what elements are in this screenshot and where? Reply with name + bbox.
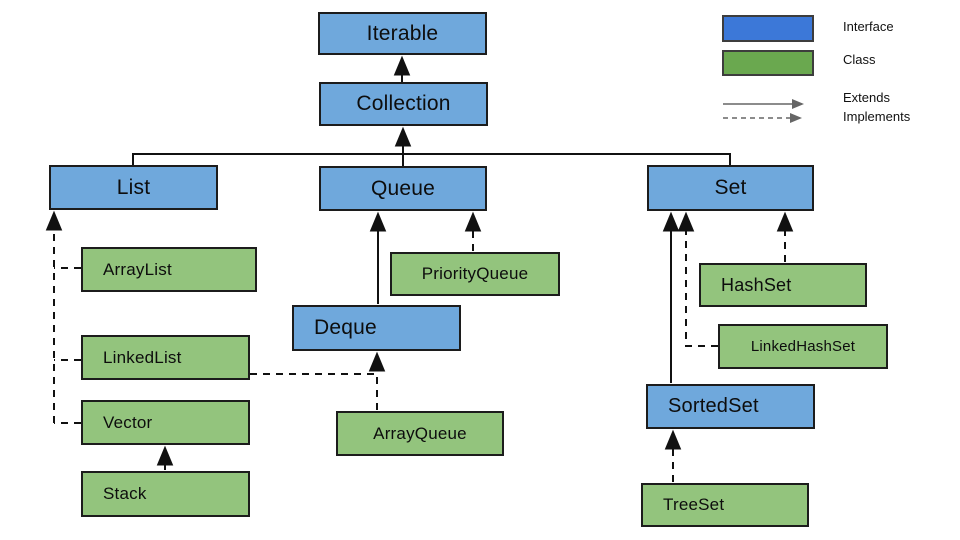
legend-class-label: Class [843, 52, 876, 67]
node-list: List [49, 165, 218, 210]
node-deque-label: Deque [314, 316, 377, 339]
node-linkedlist-label: LinkedList [103, 347, 182, 367]
node-queue-label: Queue [370, 176, 436, 200]
node-linkedlist: LinkedList [81, 335, 250, 380]
node-deque: Deque [292, 305, 461, 351]
edge-tree-connector [132, 153, 731, 166]
node-arraylist: ArrayList [81, 247, 257, 292]
node-arrayqueue: ArrayQueue [336, 411, 504, 456]
node-stack-label: Stack [103, 484, 147, 503]
legend-implements-label: Implements [843, 109, 911, 124]
node-stack: Stack [81, 471, 250, 517]
node-collection: Collection [319, 82, 488, 126]
node-sortedset: SortedSet [646, 384, 815, 429]
node-set-label: Set [714, 176, 747, 199]
node-vector: Vector [81, 400, 250, 445]
node-iterable: Iterable [318, 12, 487, 55]
legend-extends-label: Extends [843, 90, 890, 105]
node-set: Set [647, 165, 814, 211]
node-arrayqueue-label: ArrayQueue [373, 423, 467, 443]
node-linkedhashset: LinkedHashSet [718, 324, 888, 369]
node-linkedhashset-label: LinkedHashSet [750, 338, 856, 355]
node-list-label: List [116, 175, 151, 199]
node-iterable-label: Iterable [366, 21, 439, 45]
node-arraylist-label: ArrayList [103, 259, 172, 279]
legend-class-swatch [722, 50, 814, 76]
legend-interface-label: Interface [843, 19, 894, 34]
edge-linkedhashset-implements-set [677, 211, 718, 347]
node-treeset: TreeSet [641, 483, 809, 527]
node-hashset: HashSet [699, 263, 867, 307]
node-collection-label: Collection [356, 92, 451, 115]
node-hashset-label: HashSet [721, 274, 792, 295]
node-queue: Queue [319, 166, 487, 211]
node-priorityqueue: PriorityQueue [390, 252, 560, 296]
node-vector-label: Vector [103, 412, 153, 432]
node-sortedset-label: SortedSet [668, 395, 759, 417]
legend-interface-swatch [722, 15, 814, 42]
node-priorityqueue-label: PriorityQueue [421, 264, 529, 283]
node-treeset-label: TreeSet [663, 495, 725, 514]
